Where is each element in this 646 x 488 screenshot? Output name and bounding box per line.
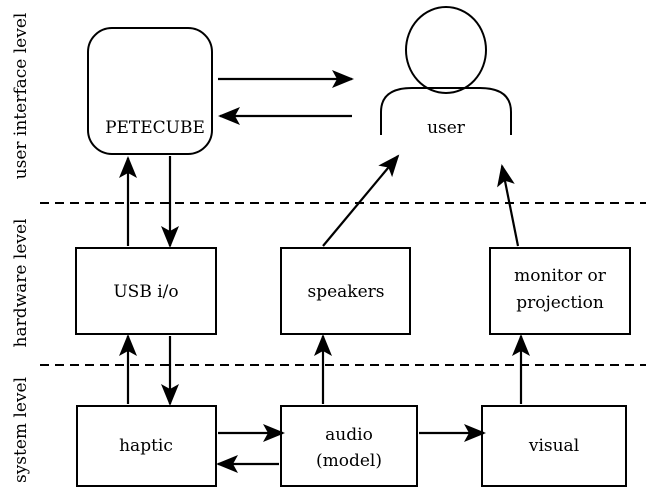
monitor-projection-box [489,247,631,335]
petecube-label: PETECUBE [105,118,205,138]
audio-model-box [280,405,418,487]
audio-label-line1: audio [325,425,373,445]
level-label-hardware: hardware level [11,219,31,348]
monitor-label-line2: projection [516,293,604,313]
arrow-speakers-to-user [322,154,400,247]
haptic-box [76,405,217,487]
monitor-label-line1: monitor or [514,266,607,286]
user-shoulders-icon [380,87,512,135]
visual-label: visual [528,436,579,456]
level-label-user-interface: user interface level [11,13,31,180]
speakers-box [280,247,411,335]
user-figure [380,6,512,135]
usb-io-box [75,247,217,335]
arrow-monitor-to-user [497,164,520,247]
haptic-label: haptic [119,436,173,456]
user-head-icon [405,6,487,94]
level-label-system: system level [11,377,31,483]
usb-io-label: USB i/o [113,282,178,302]
audio-label-line2: (model) [316,451,382,471]
visual-box [481,405,627,487]
petecube-box [87,27,213,155]
user-label: user [427,118,466,138]
speakers-label: speakers [307,282,384,302]
